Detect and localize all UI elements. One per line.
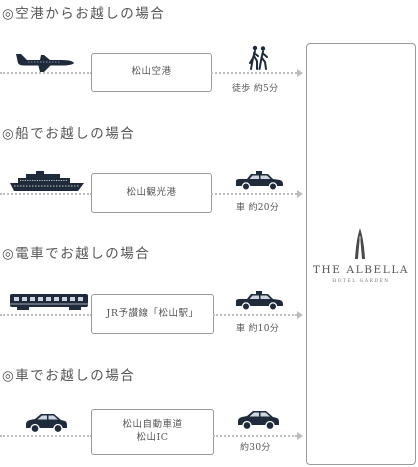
arrowhead-icon xyxy=(297,311,303,319)
section-heading-ship: ◎船でお越しの場合 xyxy=(2,126,136,142)
dotted-connector xyxy=(211,193,297,195)
dotted-connector xyxy=(0,435,92,437)
route-car: 松山自動車道 松山IC 約30分 xyxy=(0,405,306,465)
dotted-connector xyxy=(211,72,297,74)
section-heading-train: ◎電車でお越しの場合 xyxy=(2,246,151,262)
station-box-matsuyama-port: 松山観光港 xyxy=(91,173,212,213)
access-caption: 徒歩 約5分 xyxy=(232,84,279,94)
car-icon xyxy=(238,411,279,431)
airplane-icon xyxy=(16,54,74,72)
section-heading-car: ◎車でお越しの場合 xyxy=(2,368,136,384)
access-caption: 車 約20分 xyxy=(236,203,280,213)
route-airport: 松山空港 徒歩 約5分 xyxy=(0,42,306,102)
dotted-connector xyxy=(0,193,92,195)
car-icon xyxy=(26,414,67,434)
train-icon xyxy=(10,294,88,310)
route-ship: 松山観光港 車 約20分 xyxy=(0,163,306,223)
station-label: JR予讃線「松山駅」 xyxy=(106,307,199,319)
station-box-matsuyama-ic: 松山自動車道 松山IC xyxy=(91,409,214,455)
route-train: JR予讃線「松山駅」 車 約10分 xyxy=(0,283,306,343)
section-heading-airport: ◎空港からお越しの場合 xyxy=(2,6,166,22)
station-box-matsuyama-station: JR予讃線「松山駅」 xyxy=(91,294,214,334)
dotted-connector xyxy=(0,72,92,74)
albella-flame-logo-icon xyxy=(355,228,365,259)
station-box-matsuyama-airport: 松山空港 xyxy=(91,53,212,92)
hotel-name: THE ALBELLA xyxy=(312,264,410,276)
arrowhead-icon xyxy=(297,69,303,77)
dotted-connector xyxy=(213,435,297,437)
walking-people-icon xyxy=(249,45,268,70)
hotel-subtitle: HOTEL GARDEN xyxy=(332,279,390,284)
station-label: 松山自動車道 xyxy=(122,419,183,431)
access-caption: 車 約10分 xyxy=(236,324,280,334)
station-label: 松山IC xyxy=(136,432,169,443)
dotted-connector xyxy=(0,314,92,316)
taxi-icon xyxy=(236,171,283,191)
arrowhead-icon xyxy=(297,432,303,440)
ferry-ship-icon xyxy=(10,171,84,191)
taxi-icon xyxy=(236,291,283,311)
dotted-connector xyxy=(213,314,297,316)
access-caption: 約30分 xyxy=(240,443,271,453)
arrowhead-icon xyxy=(297,190,303,198)
station-label: 松山空港 xyxy=(131,66,172,78)
hotel-destination-box: THE ALBELLA HOTEL GARDEN xyxy=(306,43,416,465)
station-label: 松山観光港 xyxy=(126,186,177,198)
